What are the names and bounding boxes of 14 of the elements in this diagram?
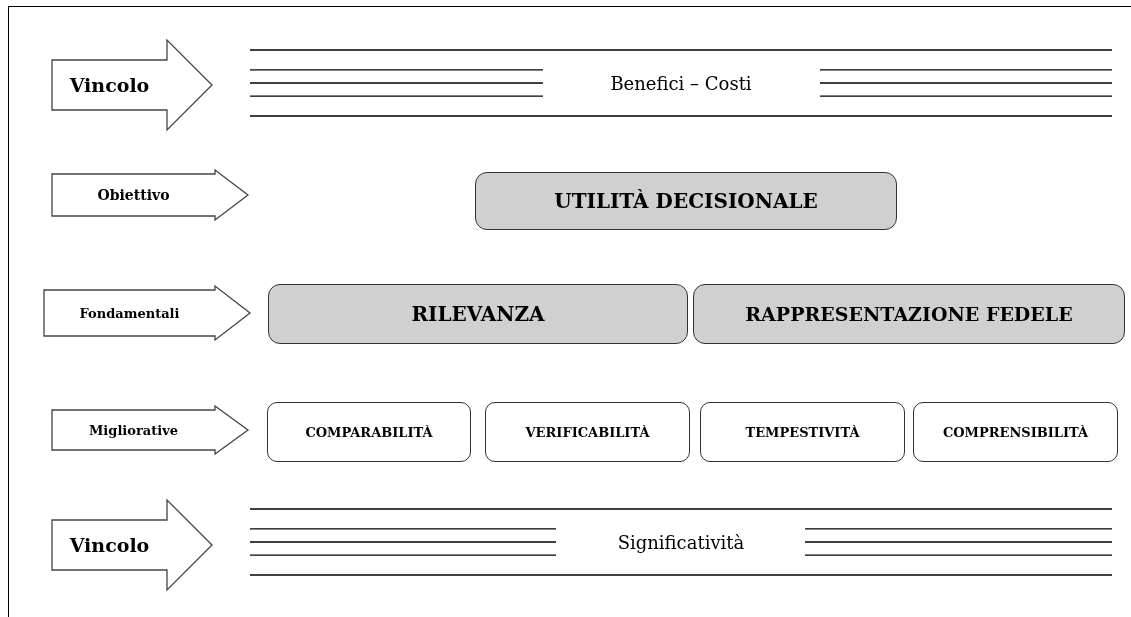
arrow-label: Vincolo (69, 74, 150, 96)
category-box: RAPPRESENTAZIONE FEDELE (693, 284, 1125, 344)
category-box: UTILITÀ DECISIONALE (475, 172, 897, 230)
category-box: TEMPESTIVITÀ (700, 402, 905, 462)
arrow-label: Vincolo (69, 534, 150, 556)
arrow-label: Fondamentali (79, 305, 180, 321)
category-box: VERIFICABILITÀ (485, 402, 690, 462)
arrow-label: Migliorative (89, 422, 178, 438)
category-box: COMPRENSIBILITÀ (913, 402, 1118, 462)
band-label: Significatività (617, 531, 745, 553)
category-box: RILEVANZA (268, 284, 688, 344)
arrow-label: Obiettivo (97, 187, 170, 203)
category-box: COMPARABILITÀ (267, 402, 471, 462)
band-label: Benefici – Costi (610, 72, 752, 94)
